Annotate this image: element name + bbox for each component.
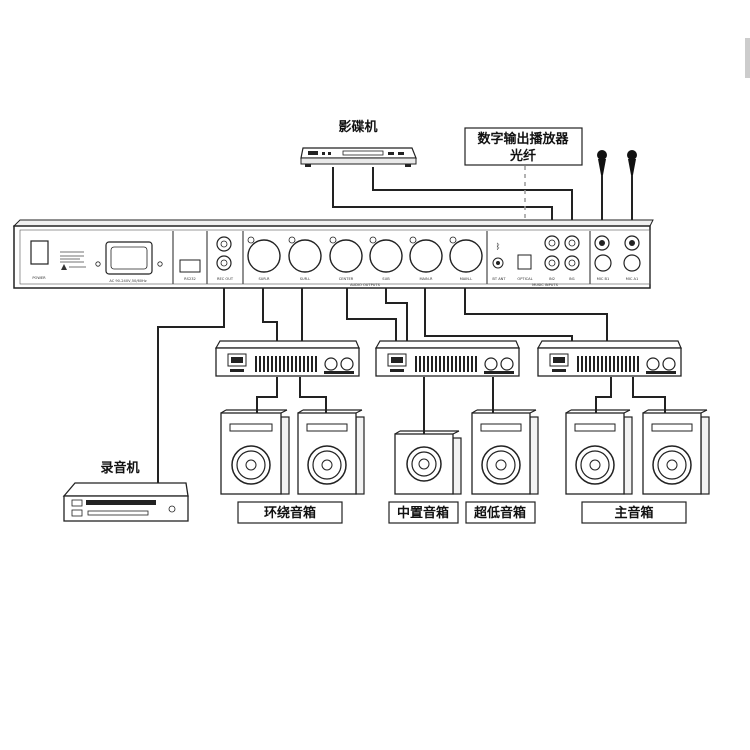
knob-icon xyxy=(484,357,498,371)
amplifier-center-sub xyxy=(374,340,520,377)
mic-icon xyxy=(627,150,637,160)
wire-surr-amp1 xyxy=(262,275,278,345)
label-ac-input: AC 90-240V,50/60Hz xyxy=(109,279,146,283)
bt-antenna: ᛒ xyxy=(492,242,504,269)
amplifier-main xyxy=(536,340,682,377)
speaker-main-left xyxy=(565,409,633,495)
amplifiers xyxy=(214,340,682,377)
label-box-main: 主音箱 xyxy=(581,501,687,524)
label-digital-player-line2: 光纤 xyxy=(509,148,536,164)
label-recorder: 录音机 xyxy=(100,460,139,476)
wire-amp1-spk1 xyxy=(256,377,278,413)
label-box-surround: 环绕音箱 xyxy=(237,501,343,524)
label-digital-player-line1: 数字输出播放器 xyxy=(477,131,569,147)
speaker-main-right xyxy=(642,409,710,495)
label-bt-ant: BT ANT xyxy=(492,277,506,281)
wire-amp1-spk2 xyxy=(299,377,327,413)
xlr-main-r xyxy=(409,236,443,273)
wire-dvd-in1 xyxy=(372,167,573,237)
wire-amp3-spk1 xyxy=(595,377,612,413)
rec-out-jack-bottom xyxy=(216,255,232,271)
xlr-center xyxy=(329,236,363,273)
digital-player-label-box: 数字输出播放器 光纤 xyxy=(464,127,583,166)
label-dvd-player: 影碟机 xyxy=(338,119,377,135)
label-sur-l: SUR-L xyxy=(300,277,311,281)
rear-panel: POWER AC 90-240V,50/60Hz RS232 REC OUT xyxy=(12,219,654,289)
speaker-surround-left xyxy=(220,409,290,495)
speaker-subwoofer xyxy=(471,409,539,495)
label-box-center: 中置音箱 xyxy=(388,501,459,524)
label-in2: IN2 xyxy=(549,277,555,281)
label-center: CENTER xyxy=(339,277,354,281)
xlr-sub xyxy=(369,236,403,273)
wire-mainl-amp3 xyxy=(464,275,608,345)
bluetooth-icon: ᛒ xyxy=(496,242,501,251)
xlr-sur-l xyxy=(288,236,322,273)
amplifier-surround xyxy=(214,340,360,377)
wire-amp3-spk2 xyxy=(632,377,666,413)
label-main-speakers: 主音箱 xyxy=(614,505,653,521)
label-power: POWER xyxy=(32,276,46,280)
label-rec-out: REC OUT xyxy=(217,277,234,281)
in1-jack-bottom xyxy=(564,255,580,271)
mic-b1-xlr xyxy=(594,254,612,272)
label-sur-r: SUR-R xyxy=(258,277,270,281)
label-box-subwoofer: 超低音箱 xyxy=(465,501,536,524)
screw-icon xyxy=(157,261,163,267)
speaker-surround-right xyxy=(297,409,365,495)
mic-a1-xlr xyxy=(623,254,641,272)
knob-icon xyxy=(324,357,338,371)
microphone-b xyxy=(597,150,607,175)
label-main-l: MAIN-L xyxy=(460,277,473,281)
wire-center-amp2 xyxy=(346,275,397,345)
label-rs232: RS232 xyxy=(184,277,196,281)
recorder xyxy=(62,482,189,522)
label-subwoofer: 超低音箱 xyxy=(474,505,526,521)
knob-icon xyxy=(500,357,514,371)
tweeter-slot xyxy=(574,423,616,432)
wire-recout-recorder xyxy=(157,275,225,483)
page-edge-mark xyxy=(745,38,750,78)
microphone-a xyxy=(627,150,637,175)
knob-icon xyxy=(662,357,676,371)
label-center-speaker: 中置音箱 xyxy=(397,505,449,521)
speakers xyxy=(220,409,710,495)
xlr-main-l xyxy=(449,236,483,273)
tweeter-slot xyxy=(480,423,522,432)
optical-port xyxy=(517,254,532,270)
dvd-player xyxy=(300,147,417,167)
screw-icon xyxy=(95,261,101,267)
ac-inlet xyxy=(105,241,153,275)
label-optical: OPTICAL xyxy=(517,277,532,281)
in2-jack-bottom xyxy=(544,255,560,271)
tweeter-slot xyxy=(229,423,273,432)
xlr-sur-r xyxy=(247,236,281,273)
label-audio-outputs: AUDIO OUTPUTS xyxy=(350,283,381,287)
label-mic-a1: MIC A1 xyxy=(626,277,639,281)
label-main-r: MAIN-R xyxy=(419,277,433,281)
rs232-port xyxy=(179,259,201,273)
in2-jack-top xyxy=(544,235,560,251)
tweeter-slot xyxy=(651,423,693,432)
wire-sub-amp2 xyxy=(385,275,408,345)
label-sub: SUB xyxy=(382,277,390,281)
knob-icon xyxy=(646,357,660,371)
knob-icon xyxy=(340,357,354,371)
label-in1: IN1 xyxy=(569,277,575,281)
power-switch xyxy=(30,240,49,265)
mic-icon xyxy=(597,150,607,160)
in1-jack-top xyxy=(564,235,580,251)
warning-label xyxy=(60,251,86,270)
label-music-inputs: MUSIC INPUTS xyxy=(532,283,558,287)
rec-out-jack-top xyxy=(216,236,232,252)
speaker-center xyxy=(394,430,462,495)
label-mic-b1: MIC B1 xyxy=(597,277,610,281)
label-surround-speakers: 环绕音箱 xyxy=(264,505,316,521)
tweeter-slot xyxy=(306,423,348,432)
